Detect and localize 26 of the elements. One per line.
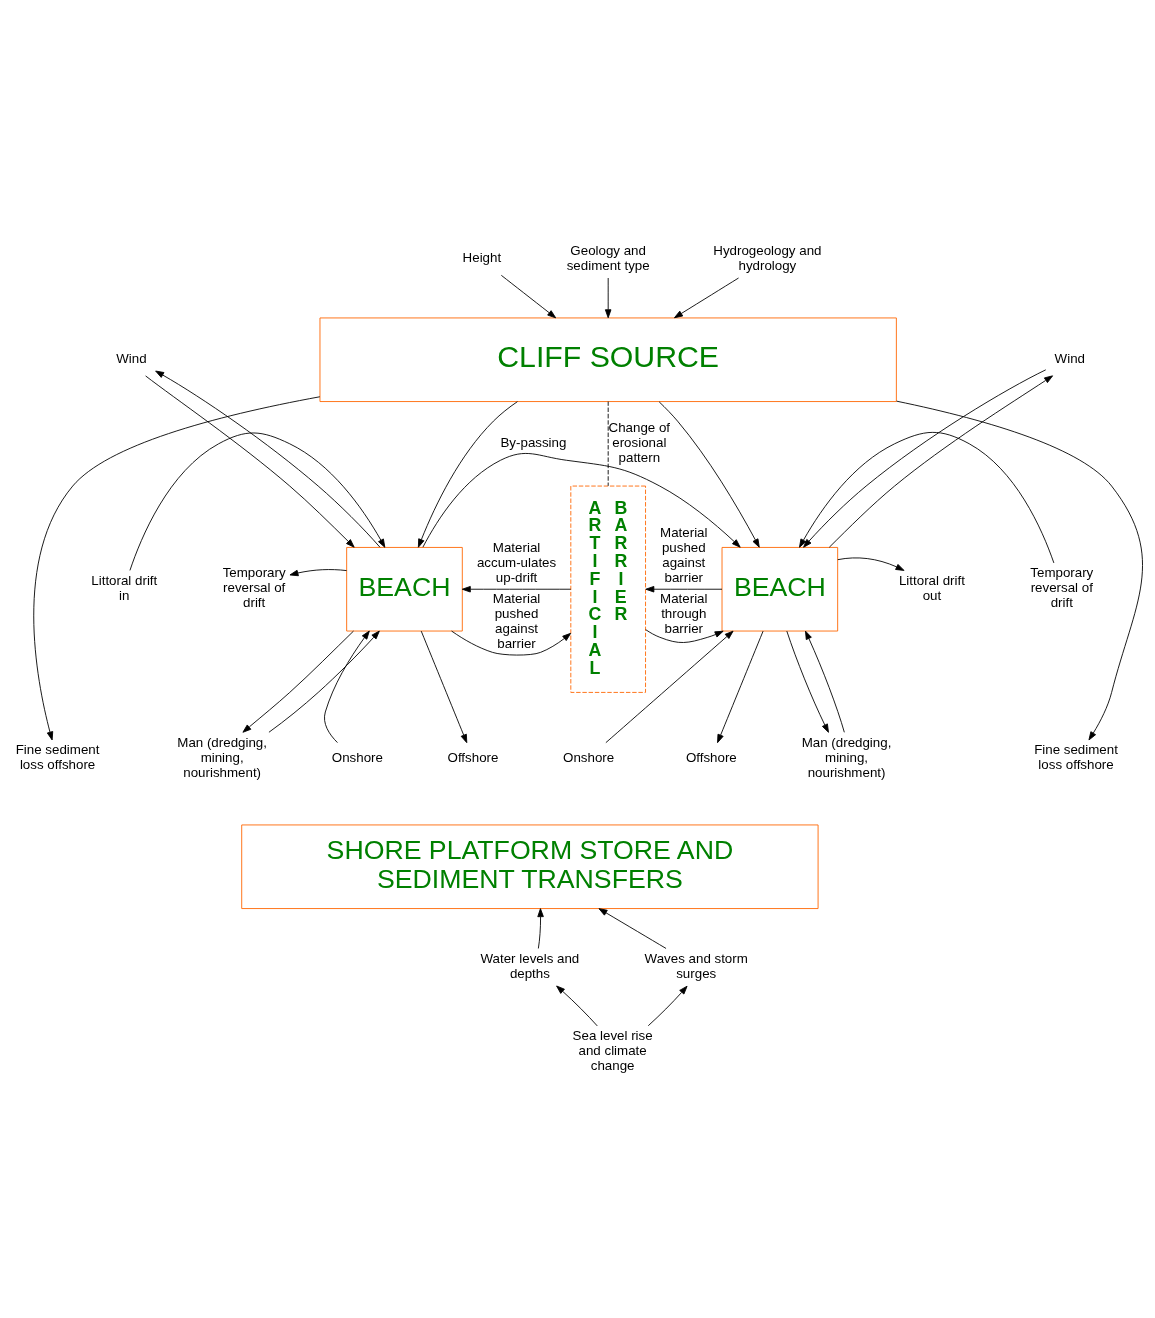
node-text: Littoral drift out	[898, 572, 965, 603]
node-text: Man (dredging, mining, nourishment)	[177, 734, 267, 780]
node-text: Waves and storm surges	[644, 950, 748, 981]
node-text: Wind	[1054, 350, 1085, 366]
node-text: Fine sediment loss offshore	[15, 741, 100, 772]
node-text: Wind	[116, 350, 147, 366]
node-text: Temporary reversal of drift	[1030, 564, 1094, 610]
node-text: Water levels and depths	[480, 950, 580, 981]
node-text: Onshore	[563, 749, 615, 765]
node-text: Littoral drift in	[91, 572, 158, 603]
node-text: Fine sediment loss offshore	[1034, 741, 1118, 772]
node-text: Sea level rise and climate change	[572, 1027, 653, 1073]
node-text: Hydrogeology and hydrology	[713, 242, 822, 273]
edge-label: Material through barrier	[660, 590, 708, 636]
edge-label: Change of erosional pattern	[608, 419, 671, 465]
node-text: Offshore	[685, 749, 737, 765]
node-text: Temporary reversal of drift	[222, 564, 286, 610]
edge-label: Material pushed against barrier	[492, 590, 541, 651]
node-text: Geology and sediment type	[566, 242, 650, 273]
edge-label: Material pushed against barrier	[660, 524, 708, 585]
node-text: Man (dredging, mining, nourishment)	[801, 734, 892, 780]
node-text: Offshore	[447, 749, 499, 765]
node-text: Onshore	[331, 749, 383, 765]
node-text: Height	[462, 249, 502, 265]
edge-label: Material accum-ulates up-drift	[476, 539, 557, 585]
edge-label: By-passing	[500, 434, 567, 450]
